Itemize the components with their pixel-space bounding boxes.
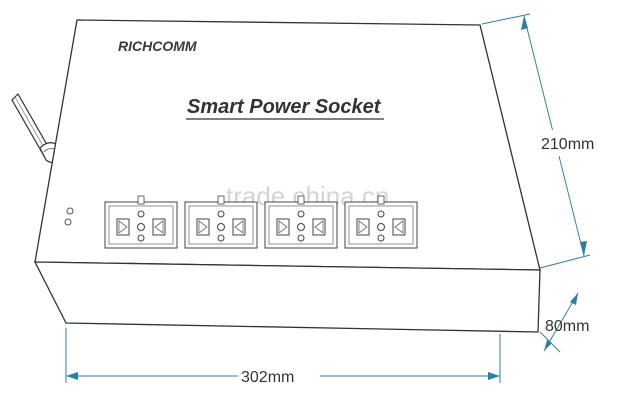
power-socket-icon — [264, 195, 338, 249]
indicator-led-icon — [64, 207, 74, 226]
brand-logo: RICHCOMM — [118, 38, 197, 54]
width-label: 302mm — [241, 369, 294, 386]
power-socket-icon — [184, 195, 258, 249]
product-title: Smart Power Socket — [187, 96, 382, 118]
height-label-bg — [540, 130, 616, 156]
height-label: 210mm — [541, 136, 594, 153]
width-label-bg — [238, 364, 320, 388]
power-socket-icon — [104, 195, 178, 249]
depth-label: 80mm — [545, 318, 589, 335]
dimension-depth — [539, 292, 579, 353]
box-front-face — [33, 261, 541, 333]
socket-row — [104, 195, 418, 249]
power-socket-icon — [344, 195, 418, 249]
